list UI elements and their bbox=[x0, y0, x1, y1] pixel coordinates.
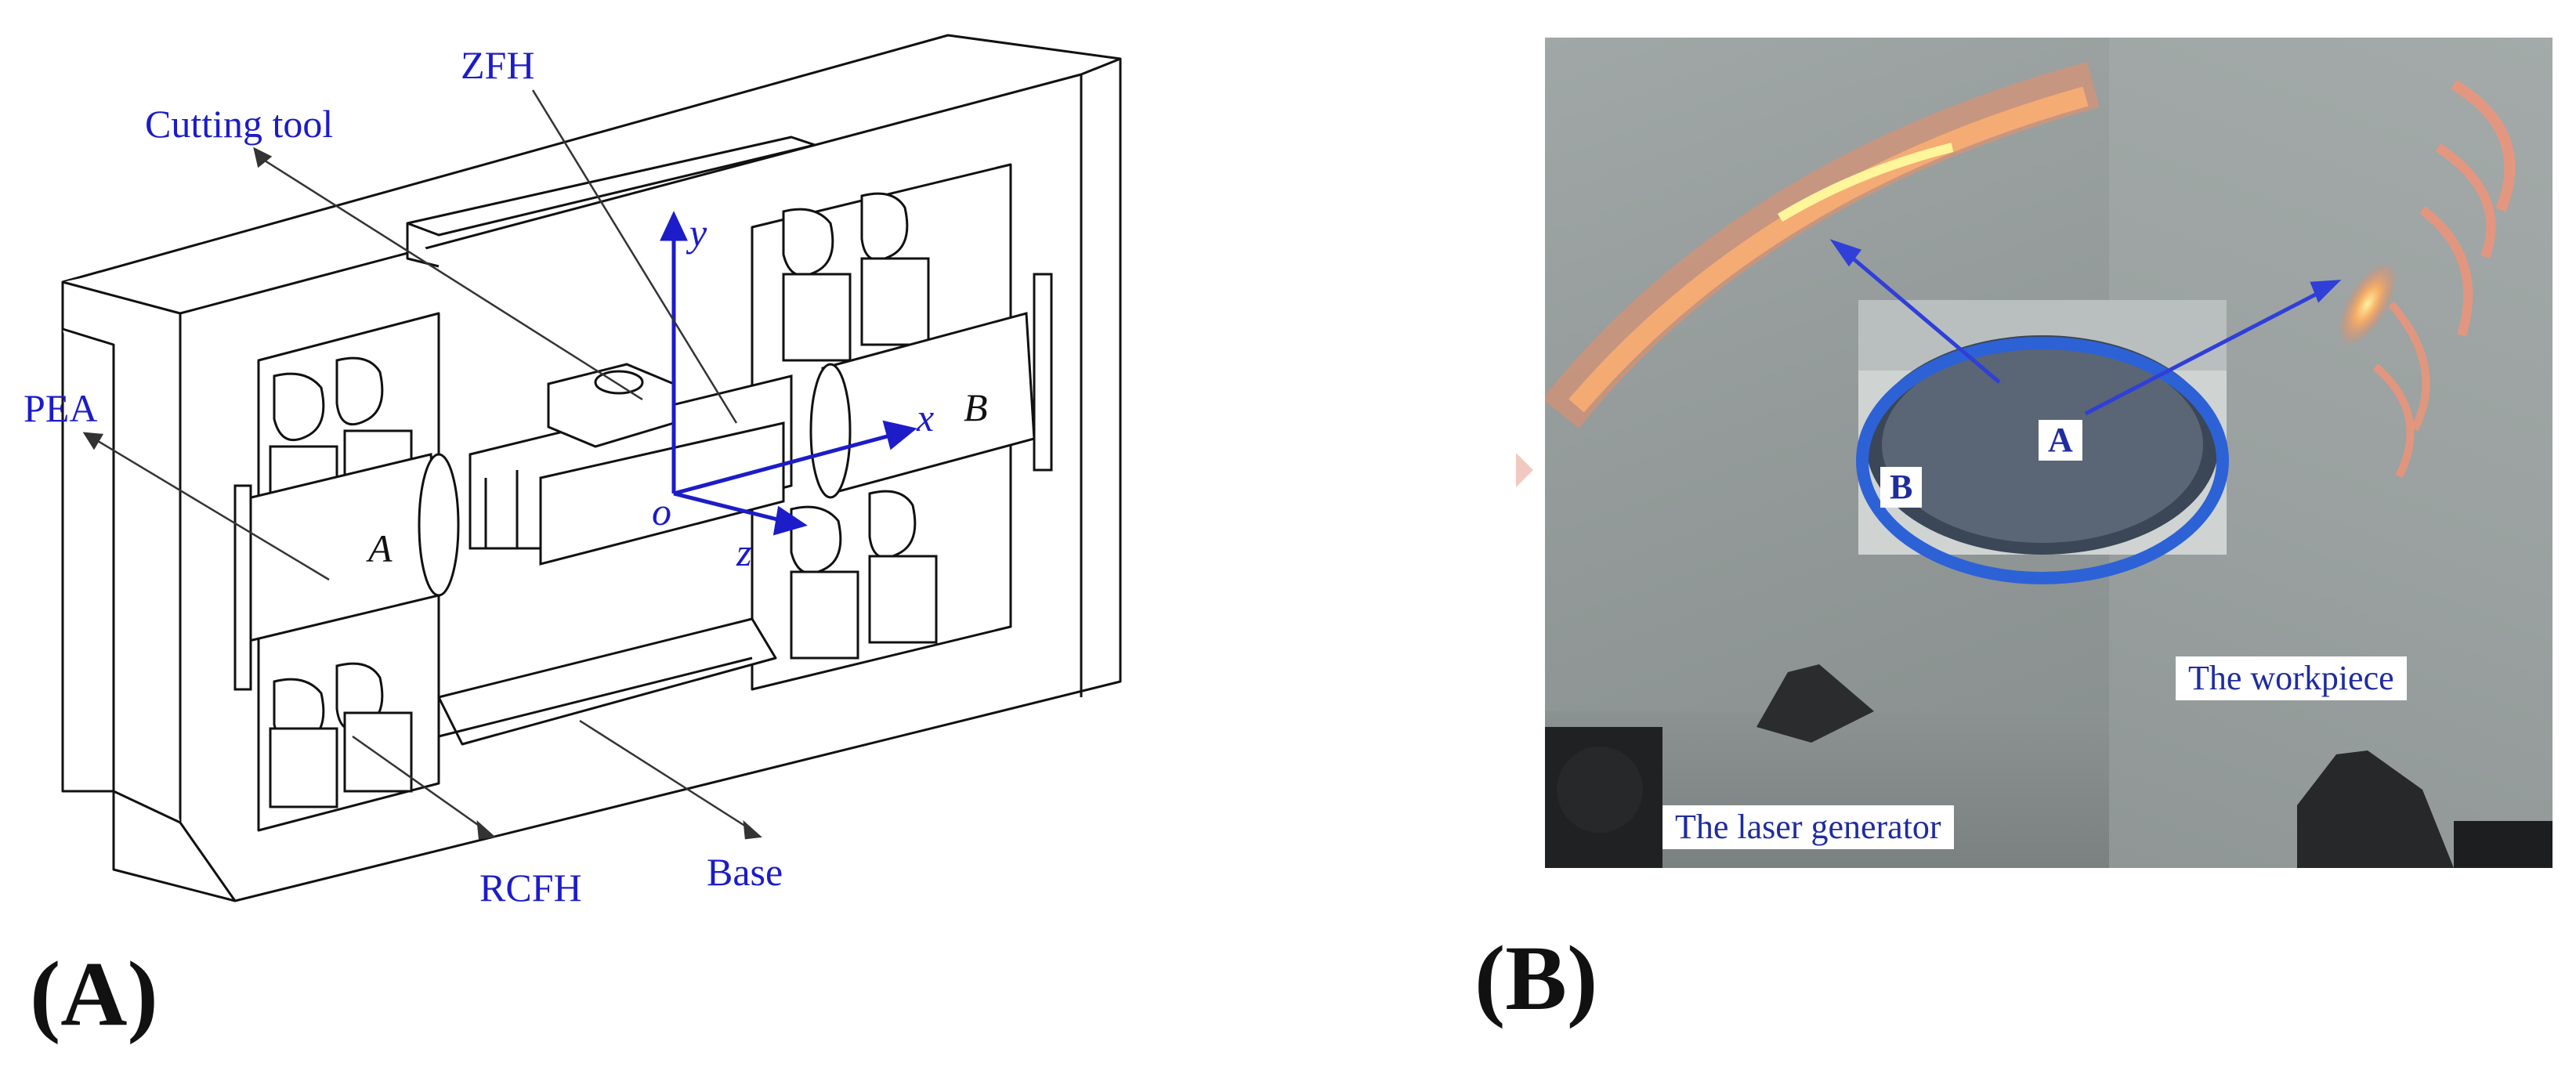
panel-b-arrow-marker bbox=[1516, 453, 1533, 487]
label-workpiece: The workpiece bbox=[2176, 656, 2407, 701]
point-label-b: B bbox=[964, 385, 988, 429]
label-cutting-tool: Cutting tool bbox=[145, 102, 334, 146]
axis-label-x: x bbox=[917, 396, 935, 439]
panel-tag-a: (A) bbox=[30, 942, 158, 1045]
mechanism-drawing bbox=[61, 34, 1122, 902]
axis-label-y: y bbox=[689, 211, 707, 255]
label-laser-generator: The laser generator bbox=[1662, 805, 1954, 850]
photo-point-label-a: A bbox=[2039, 420, 2082, 461]
axis-label-origin: o bbox=[652, 490, 671, 533]
laser-photo: A B The workpiece The laser generator bbox=[1545, 38, 2552, 868]
label-zfh: ZFH bbox=[461, 43, 535, 87]
label-rcfh: RCFH bbox=[479, 866, 582, 909]
photo-point-label-b: B bbox=[1880, 467, 1923, 508]
label-base: Base bbox=[707, 850, 783, 894]
axis-label-z: z bbox=[736, 530, 752, 574]
label-pea: PEA bbox=[24, 386, 98, 430]
point-label-a: A bbox=[368, 526, 393, 570]
panel-tag-b: (B) bbox=[1474, 927, 1598, 1029]
